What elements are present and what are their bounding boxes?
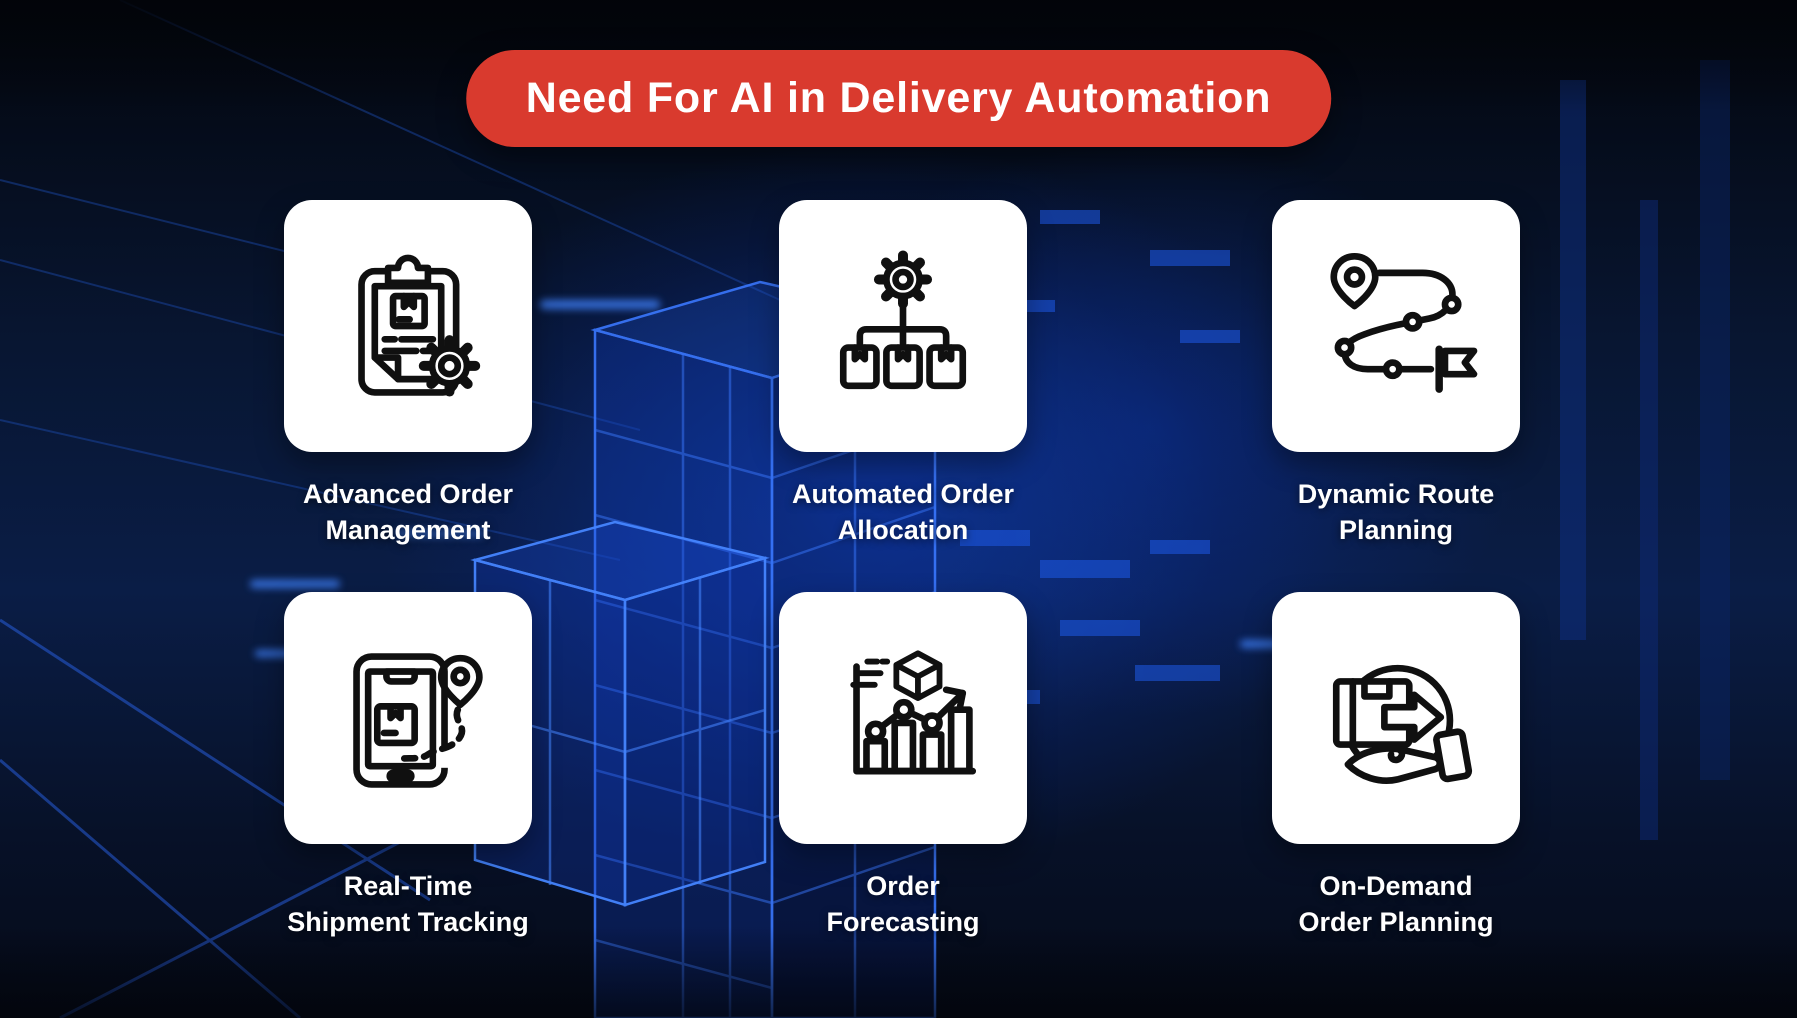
card-label: Real-Time Shipment Tracking (287, 871, 529, 937)
card-label: Advanced Order Management (302, 479, 514, 545)
feature-on-demand-order-planning: On-Demand Order Planning (1206, 592, 1586, 940)
clipboard-order-gear-icon (358, 254, 481, 397)
card-label: Automated Order Allocation (791, 479, 1015, 545)
title-banner: Need For AI in Delivery Automation (465, 50, 1332, 147)
route-pin-flag-icon (1330, 252, 1478, 393)
card-tile (284, 200, 532, 452)
feature-real-time-shipment-tracking: Real-Time Shipment Tracking (218, 592, 598, 940)
feature-advanced-order-management: Advanced Order Management (218, 200, 598, 548)
card-label: Dynamic Route Planning (1297, 479, 1495, 545)
card-label: Order Forecasting (826, 871, 980, 937)
card-tile (1272, 200, 1520, 452)
feature-automated-order-allocation: Automated Order Allocation (713, 200, 1093, 548)
card-tile (779, 200, 1027, 452)
gear-distribution-boxes-icon (839, 250, 967, 390)
card-tile (1272, 592, 1520, 844)
feature-dynamic-route-planning: Dynamic Route Planning (1206, 200, 1586, 548)
page-title: Need For AI in Delivery Automation (525, 74, 1272, 122)
forecast-chart-cube-icon (850, 650, 977, 775)
hand-box-cycle-icon (1332, 664, 1473, 784)
card-tile (779, 592, 1027, 844)
phone-shipment-tracking-icon (353, 653, 483, 788)
feature-order-forecasting: Order Forecasting (713, 592, 1093, 940)
card-tile (284, 592, 532, 844)
card-label: On-Demand Order Planning (1298, 871, 1494, 937)
